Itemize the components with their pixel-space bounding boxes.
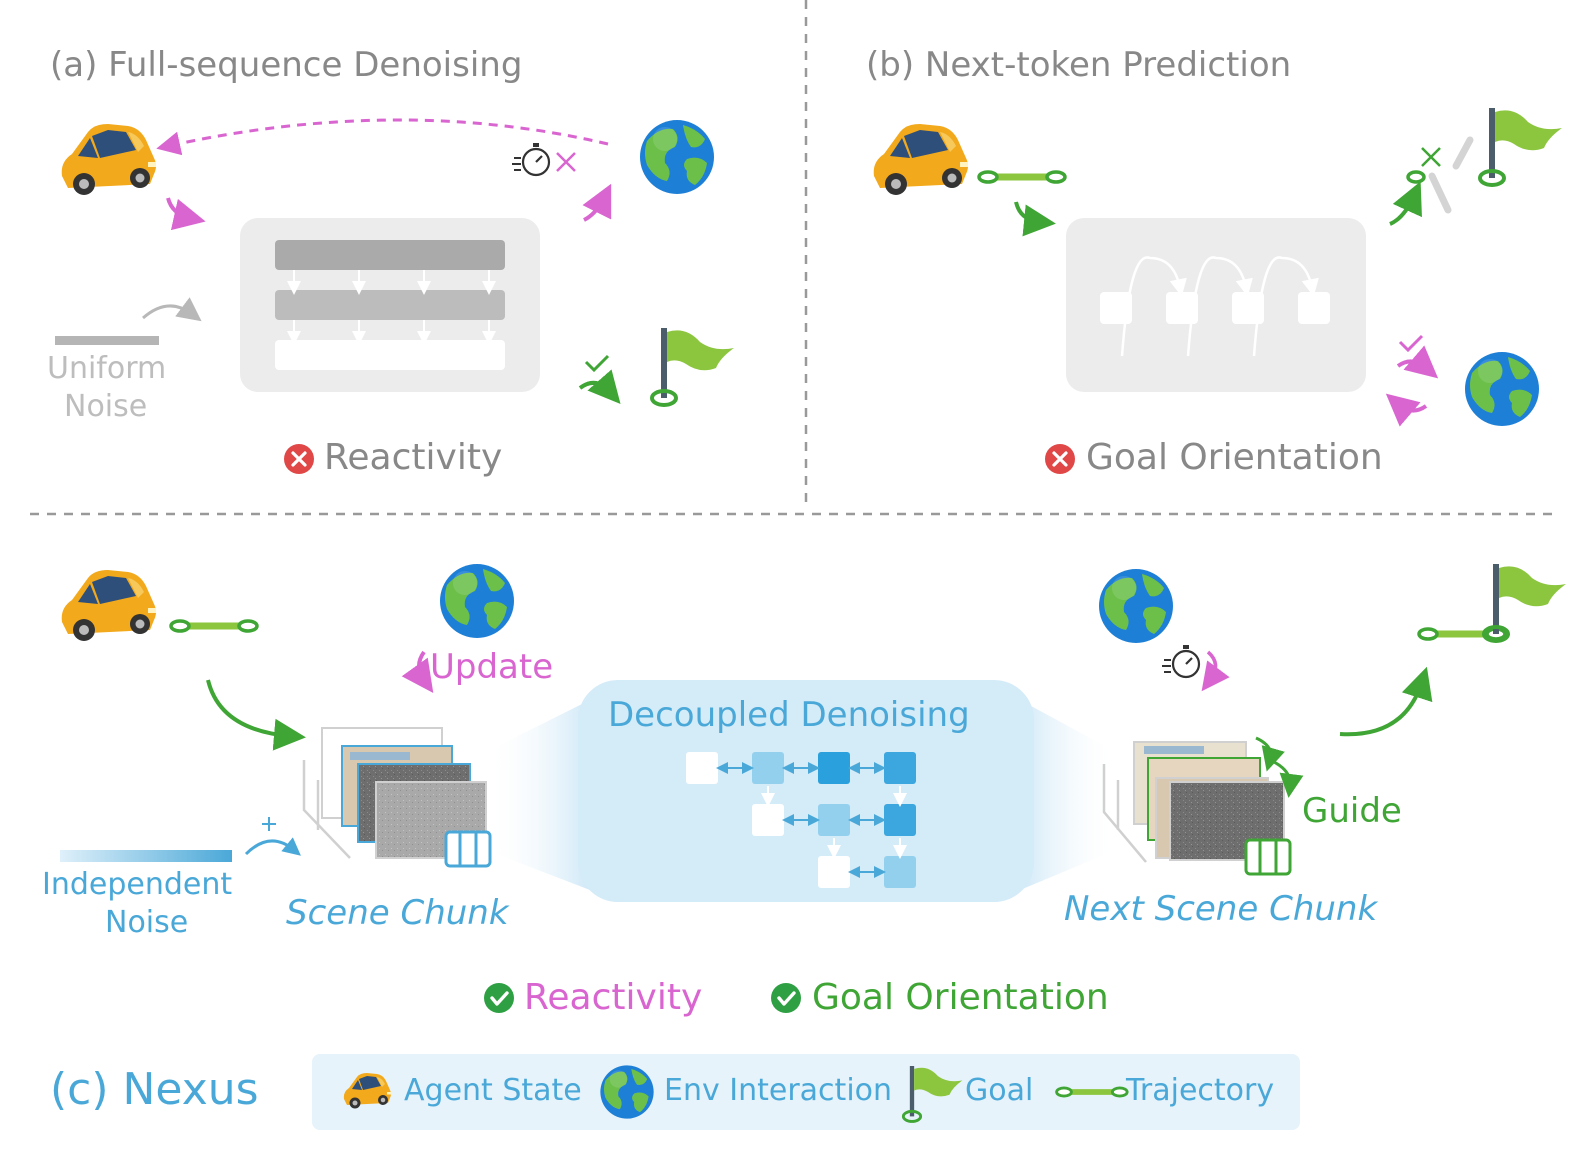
noise-add-arrow xyxy=(244,837,301,856)
chunk-to-goal-arrow xyxy=(1339,666,1433,737)
legend-trajectory-label: Trajectory xyxy=(1126,1073,1275,1108)
trajectory-icon xyxy=(979,172,1065,182)
map-icon xyxy=(444,830,492,868)
uniform-noise-label-line1: Uniform xyxy=(47,351,167,386)
stopwatch-icon xyxy=(510,141,551,177)
env-globe-icon xyxy=(440,564,514,638)
decoupled-denoising-block xyxy=(578,680,1034,902)
panel-c-title: (c) Nexus xyxy=(50,1064,259,1115)
panel-b xyxy=(873,106,1564,476)
agent-car-icon xyxy=(61,570,156,641)
failed-trajectory xyxy=(1428,136,1474,214)
refresh-arrow xyxy=(1201,650,1230,692)
independent-noise-label-line2: Noise xyxy=(105,905,189,940)
ok-badge-reactivity xyxy=(482,981,516,1015)
plus-icon xyxy=(262,817,276,831)
goal-arrow-a xyxy=(578,369,621,405)
dashed-feedback-arrow xyxy=(156,118,609,156)
cross-icon xyxy=(1421,147,1441,167)
clean-row xyxy=(275,340,505,370)
independent-noise-label-line1: Independent xyxy=(42,867,233,902)
funnel-right xyxy=(1020,700,1116,890)
agent-car-icon xyxy=(61,124,156,195)
check-icon xyxy=(584,354,610,373)
update-arrow xyxy=(401,650,434,694)
model-to-goal-arrow xyxy=(1389,181,1422,226)
next-scene-chunk-label: Next Scene Chunk xyxy=(1064,889,1378,929)
model-to-env-arrow xyxy=(582,183,612,222)
check-goal-label: Goal Orientation xyxy=(812,977,1109,1018)
panel-a-verdict: Reactivity xyxy=(324,437,503,478)
legend-agent-label: Agent State xyxy=(404,1073,582,1108)
legend-goal-label: Goal xyxy=(965,1073,1034,1108)
decoupled-denoising-title: Decoupled Denoising xyxy=(608,695,970,735)
agent-car-icon xyxy=(873,124,968,195)
independent-noise-bar xyxy=(60,850,232,862)
fail-badge xyxy=(1043,442,1077,476)
trajectory-icon xyxy=(171,621,257,631)
noise-add-arrow xyxy=(142,297,202,322)
legend xyxy=(312,1054,1300,1130)
uniform-noise-bar xyxy=(55,336,159,345)
trajectory-icon xyxy=(1419,629,1505,639)
noise-row-2 xyxy=(275,290,505,320)
panel-b-title: (b) Next-token Prediction xyxy=(866,45,1292,85)
env-globe-icon xyxy=(1465,352,1539,426)
fail-badge xyxy=(282,442,316,476)
goal-flag-icon xyxy=(650,326,736,407)
env-globe-icon xyxy=(1099,569,1173,643)
cross-icon xyxy=(556,152,576,172)
panel-c xyxy=(60,562,1568,1015)
update-label: Update xyxy=(430,647,554,687)
legend-env-label: Env Interaction xyxy=(664,1073,893,1108)
panel-a xyxy=(55,118,736,476)
check-reactivity-label: Reactivity xyxy=(524,977,703,1018)
ok-badge-goal xyxy=(769,981,803,1015)
car-to-model-arrow xyxy=(1014,201,1056,237)
token-box-4 xyxy=(1298,292,1330,324)
noise-row-1 xyxy=(275,240,505,270)
token-box-2 xyxy=(1166,292,1198,324)
car-to-model-arrow xyxy=(166,197,206,231)
scene-chunk-stack xyxy=(302,727,492,868)
stopwatch-icon xyxy=(1160,643,1201,679)
scene-chunk-label: Scene Chunk xyxy=(286,893,509,933)
token-box-3 xyxy=(1232,292,1264,324)
panel-a-title: (a) Full-sequence Denoising xyxy=(50,45,523,85)
panel-b-verdict: Goal Orientation xyxy=(1086,437,1383,478)
funnel-left xyxy=(486,700,590,890)
goal-flag-icon xyxy=(1482,562,1568,643)
denoising-grid xyxy=(686,752,916,888)
token-box-1 xyxy=(1100,292,1132,324)
env-globe-icon xyxy=(640,120,714,194)
legend-globe-icon xyxy=(600,1065,654,1119)
next-scene-chunk-stack xyxy=(1102,736,1304,876)
car-to-chunk-arrow xyxy=(206,679,306,751)
goal-flag-icon xyxy=(1478,106,1564,187)
guide-label: Guide xyxy=(1302,791,1402,831)
uniform-noise-label-line2: Noise xyxy=(64,389,148,424)
check-icon xyxy=(1398,334,1424,353)
map-icon xyxy=(1244,838,1292,876)
legend-box xyxy=(312,1054,1300,1130)
